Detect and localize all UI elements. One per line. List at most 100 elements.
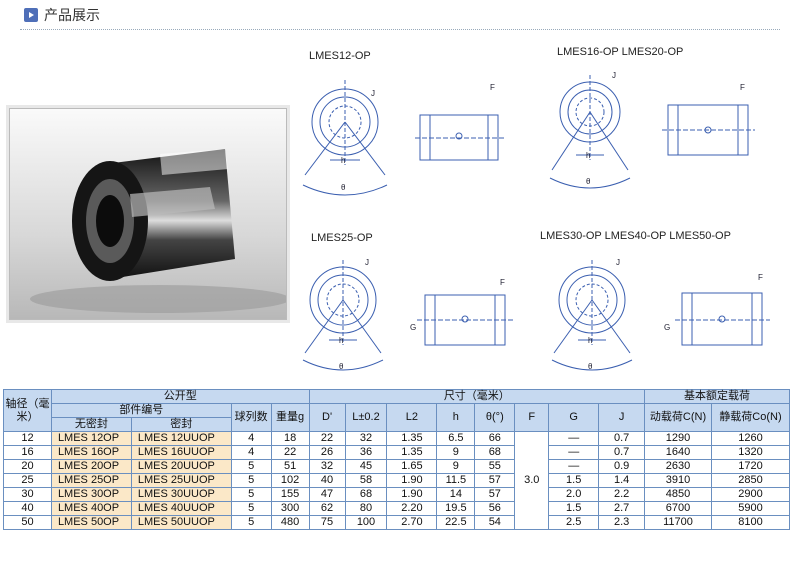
cell-L2: 1.90 (386, 473, 438, 488)
svg-text:F: F (490, 83, 495, 92)
cell-part-op: LMES 25OP (50, 473, 132, 488)
cell-C: 2630 (644, 459, 712, 474)
cell-G: 2.5 (548, 515, 600, 530)
cell-balls: 5 (230, 473, 272, 488)
diagram-label-lmes16-20: LMES16-OP LMES20-OP (557, 46, 684, 58)
cell-balls: 5 (230, 487, 272, 502)
svg-text:J: J (612, 71, 616, 80)
svg-text:J: J (365, 258, 369, 267)
linear-bearing-image (10, 109, 286, 319)
cell-G: — (548, 445, 600, 460)
diagram-label-lmes12: LMES12-OP (309, 50, 371, 62)
header-L: L±0.2 (344, 403, 388, 432)
header-unsealed: 无密封 (50, 417, 132, 432)
cell-L: 100 (344, 515, 388, 530)
table-row: 16 LMES 16OP LMES 16UUOP 4 22 26 36 1.35… (3, 445, 791, 460)
svg-text:θ: θ (339, 362, 344, 371)
cell-theta: 57 (474, 473, 516, 488)
cell-h: 14 (436, 487, 476, 502)
cell-L: 45 (344, 459, 388, 474)
svg-text:θ: θ (586, 177, 591, 186)
cell-F-merged: 3.0 (514, 431, 550, 530)
cell-D: 75 (308, 515, 346, 530)
header-J: J (598, 403, 646, 432)
svg-text:J: J (616, 258, 620, 267)
cell-Co: 1320 (710, 445, 791, 460)
cell-D: 32 (308, 459, 346, 474)
cell-Co: 5900 (710, 501, 791, 516)
table-row: 12 LMES 12OP LMES 12UUOP 4 18 22 32 1.35… (3, 431, 791, 530)
cell-shaft: 50 (3, 515, 52, 530)
table-row: 30 LMES 30OP LMES 30UUOP 5 155 47 68 1.9… (3, 487, 791, 502)
cell-Co: 2850 (710, 473, 791, 488)
cell-part-uuop: LMES 20UUOP (130, 459, 232, 474)
svg-text:F: F (758, 273, 763, 282)
cell-weight: 480 (270, 515, 310, 530)
cell-J: 1.4 (598, 473, 646, 488)
cell-h: 11.5 (436, 473, 476, 488)
svg-text:h: h (588, 336, 592, 345)
header-D: D' (308, 403, 346, 432)
diagram-lmes16-20-op: h θ F J (549, 71, 755, 189)
cell-part-uuop: LMES 40UUOP (130, 501, 232, 516)
cell-weight: 300 (270, 501, 310, 516)
diagram-label-lmes30-50: LMES30-OP LMES40-OP LMES50-OP (540, 230, 731, 242)
cell-D: 62 (308, 501, 346, 516)
cell-h: 6.5 (436, 431, 476, 446)
cell-weight: 155 (270, 487, 310, 502)
cell-part-op: LMES 50OP (50, 515, 132, 530)
cell-L2: 2.20 (386, 501, 438, 516)
cell-C: 4850 (644, 487, 712, 502)
cell-h: 22.5 (436, 515, 476, 530)
cell-part-uuop: LMES 16UUOP (130, 445, 232, 460)
cell-D: 26 (308, 445, 346, 460)
header-h: h (436, 403, 476, 432)
cell-C: 6700 (644, 501, 712, 516)
cell-L: 58 (344, 473, 388, 488)
cell-D: 47 (308, 487, 346, 502)
svg-text:J: J (371, 89, 375, 98)
svg-text:h: h (339, 336, 343, 345)
header-shaft: 轴径（毫米） (3, 389, 52, 432)
header-ball-rows: 球列数 (230, 403, 272, 432)
cell-part-op: LMES 30OP (50, 487, 132, 502)
header-G: G (548, 403, 600, 432)
cell-shaft: 20 (3, 459, 52, 474)
header-basic-load: 基本额定载荷 (644, 389, 790, 404)
cell-h: 9 (436, 445, 476, 460)
cell-balls: 5 (230, 515, 272, 530)
header-F: F (514, 403, 550, 432)
product-photo (9, 108, 287, 320)
cell-J: 0.9 (598, 459, 646, 474)
header-weight: 重量g (270, 403, 310, 432)
svg-text:θ: θ (588, 362, 593, 371)
cell-shaft: 12 (3, 431, 52, 446)
header-public-type: 公开型 (50, 389, 310, 404)
cell-G: — (548, 459, 600, 474)
cell-theta: 68 (474, 445, 516, 460)
table-row: 50 LMES 50OP LMES 50UUOP 5 480 75 100 2.… (3, 515, 791, 530)
cell-Co: 1260 (710, 431, 791, 446)
cell-L2: 1.35 (386, 431, 438, 446)
cell-J: 0.7 (598, 431, 646, 446)
header-sealed: 密封 (130, 417, 232, 432)
cell-weight: 51 (270, 459, 310, 474)
cell-theta: 56 (474, 501, 516, 516)
svg-text:F: F (740, 83, 745, 92)
cell-balls: 5 (230, 501, 272, 516)
cell-L2: 1.90 (386, 487, 438, 502)
cell-part-uuop: LMES 50UUOP (130, 515, 232, 530)
cell-h: 19.5 (436, 501, 476, 516)
cell-theta: 57 (474, 487, 516, 502)
svg-text:F: F (500, 278, 505, 287)
cell-shaft: 40 (3, 501, 52, 516)
cell-shaft: 16 (3, 445, 52, 460)
svg-text:h: h (341, 156, 345, 165)
cell-weight: 18 (270, 431, 310, 446)
svg-text:h: h (586, 151, 590, 160)
cell-J: 0.7 (598, 445, 646, 460)
cell-part-op: LMES 40OP (50, 501, 132, 516)
cell-weight: 22 (270, 445, 310, 460)
